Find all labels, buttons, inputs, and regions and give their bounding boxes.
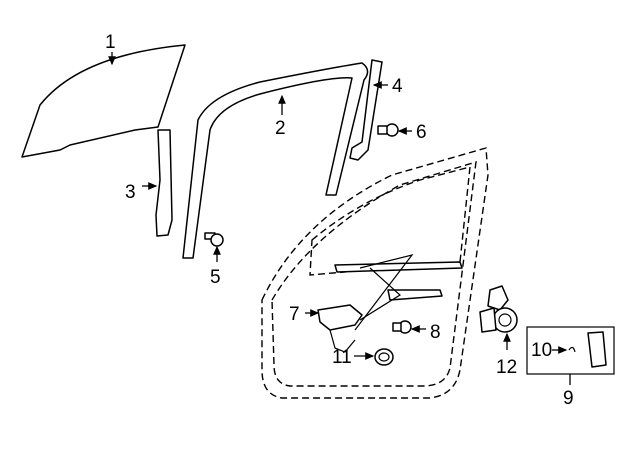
- regulator-motor: [479, 285, 518, 333]
- callout-12: 12: [496, 357, 517, 378]
- callout-1: 1: [105, 32, 116, 53]
- door-outline: [261, 147, 489, 399]
- bolt-8: [392, 320, 412, 334]
- callout-3: 3: [125, 182, 136, 203]
- callout-7: 7: [289, 304, 300, 325]
- callout-2: 2: [275, 118, 286, 139]
- callout-4: 4: [392, 76, 403, 97]
- callout-5: 5: [210, 267, 221, 288]
- rear-channel: [155, 129, 173, 237]
- grommet: [374, 348, 394, 366]
- glass-run-channel: [182, 62, 369, 259]
- callout-9: 9: [563, 388, 574, 409]
- callout-8: 8: [430, 322, 441, 343]
- door-glass: [21, 44, 186, 158]
- window-regulator: [317, 254, 463, 353]
- callout-10: 10: [531, 340, 552, 361]
- callout-6: 6: [416, 122, 427, 143]
- bolt-5: [204, 232, 224, 247]
- callout-11: 11: [332, 347, 352, 368]
- bolt-6: [377, 123, 399, 137]
